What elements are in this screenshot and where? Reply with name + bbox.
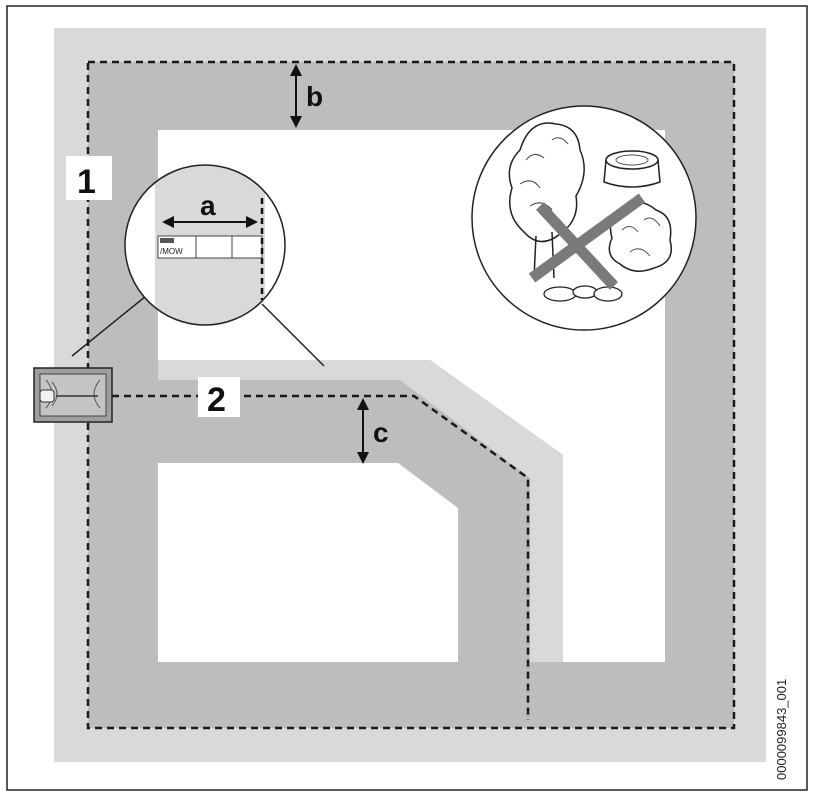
zoom-line-right [261, 303, 325, 367]
label-2: 2 [207, 381, 226, 419]
dimension-c: c [357, 398, 389, 464]
perimeter-wire [86, 60, 736, 730]
label-a: a [200, 190, 216, 221]
reference-code: 0000099843_001 [774, 679, 789, 780]
zoom-line-left [71, 295, 147, 357]
prohibited-cross-icon [528, 193, 646, 290]
docking-station-icon [33, 367, 113, 423]
callout-2: 2 [198, 377, 240, 419]
lawn-lower [158, 463, 458, 662]
detail-magnifier: /MOW a [124, 164, 286, 326]
docking-label: /MOW [160, 247, 183, 256]
guide-wire [112, 394, 530, 720]
dimension-b: b [290, 64, 323, 128]
callout-1: 1 [66, 156, 112, 201]
label-1: 1 [77, 163, 96, 201]
tree-stump-icon [603, 150, 661, 188]
label-b: b [306, 81, 323, 112]
obstacles-circle [471, 105, 697, 331]
label-c: c [373, 417, 389, 448]
tree-icon [508, 122, 585, 279]
